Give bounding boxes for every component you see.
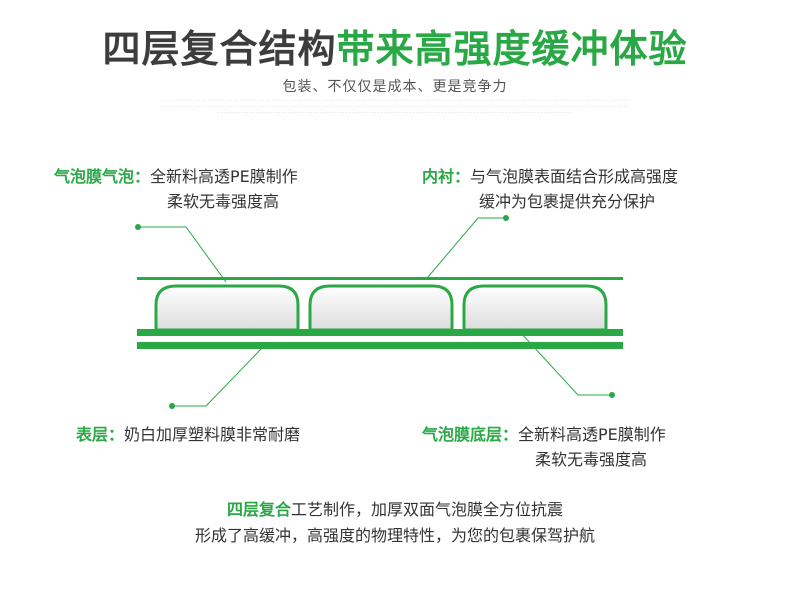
fine-print-decoration-2: ........................................… <box>160 103 630 108</box>
label-bubble-base: 气泡膜底层：全新料高透PE膜制作 柔软无毒强度高 <box>422 422 666 472</box>
bubble-1 <box>154 284 300 332</box>
closing-line-1: 四层复合工艺制作，加厚双面气泡膜全方位抗震 <box>0 496 790 520</box>
leader-line-surface <box>172 345 265 407</box>
label-bubble-film-line2: 柔软无毒强度高 <box>167 192 280 211</box>
label-lining-line1: 与气泡膜表面结合形成高强度 <box>470 167 679 186</box>
fine-print-decoration-3: ........................................… <box>217 109 573 114</box>
leader-line-bubble-base <box>519 331 612 396</box>
leader-dot-lining <box>503 215 509 221</box>
bubble-base-layer <box>137 329 623 336</box>
label-lining-head: 内衬： <box>422 167 471 186</box>
title-part-2: 带来高强度缓冲体验 <box>336 27 688 71</box>
label-surface: 表层：奶白加厚塑料膜非常耐磨 <box>76 422 300 447</box>
closing-head: 四层复合 <box>226 500 291 519</box>
label-surface-head: 表层： <box>76 425 125 444</box>
bubble-3 <box>462 284 608 332</box>
leader-dot-bubble-base <box>609 392 615 398</box>
surface-layer <box>137 342 623 349</box>
lining-layer <box>137 277 623 280</box>
title-part-1: 四层复合结构 <box>102 27 337 71</box>
label-lining-line2: 缓冲为包裹提供充分保护 <box>479 192 656 211</box>
label-bubble-film: 气泡膜气泡：全新料高透PE膜制作 柔软无毒强度高 <box>54 164 298 214</box>
page-title: 四层复合结构带来高强度缓冲体验 <box>0 18 790 73</box>
label-surface-line1: 奶白加厚塑料膜非常耐磨 <box>124 425 301 444</box>
label-bubble-base-line1: 全新料高透PE膜制作 <box>518 425 666 444</box>
label-bubble-film-head: 气泡膜气泡： <box>54 167 151 186</box>
label-bubble-base-line2: 柔软无毒强度高 <box>535 450 648 469</box>
subtitle: 包装、不仅仅是成本、更是竞争力 <box>282 79 508 95</box>
bubble-2 <box>308 284 454 332</box>
closing-line1-text: 工艺制作，加厚双面气泡膜全方位抗震 <box>291 500 564 519</box>
label-lining: 内衬：与气泡膜表面结合形成高强度 缓冲为包裹提供充分保护 <box>422 164 678 214</box>
label-bubble-base-head: 气泡膜底层： <box>422 425 519 444</box>
leader-line-lining <box>427 217 506 278</box>
leader-dot-surface <box>169 403 175 409</box>
label-bubble-film-line1: 全新料高透PE膜制作 <box>150 167 298 186</box>
leader-line-bubble-film <box>138 226 227 283</box>
fine-print-decoration-1: ........................................… <box>160 97 630 102</box>
leader-dot-bubble-film <box>135 224 141 230</box>
closing-line-2: 形成了高缓冲，高强度的物理特性，为您的包裹保驾护航 <box>194 526 595 545</box>
